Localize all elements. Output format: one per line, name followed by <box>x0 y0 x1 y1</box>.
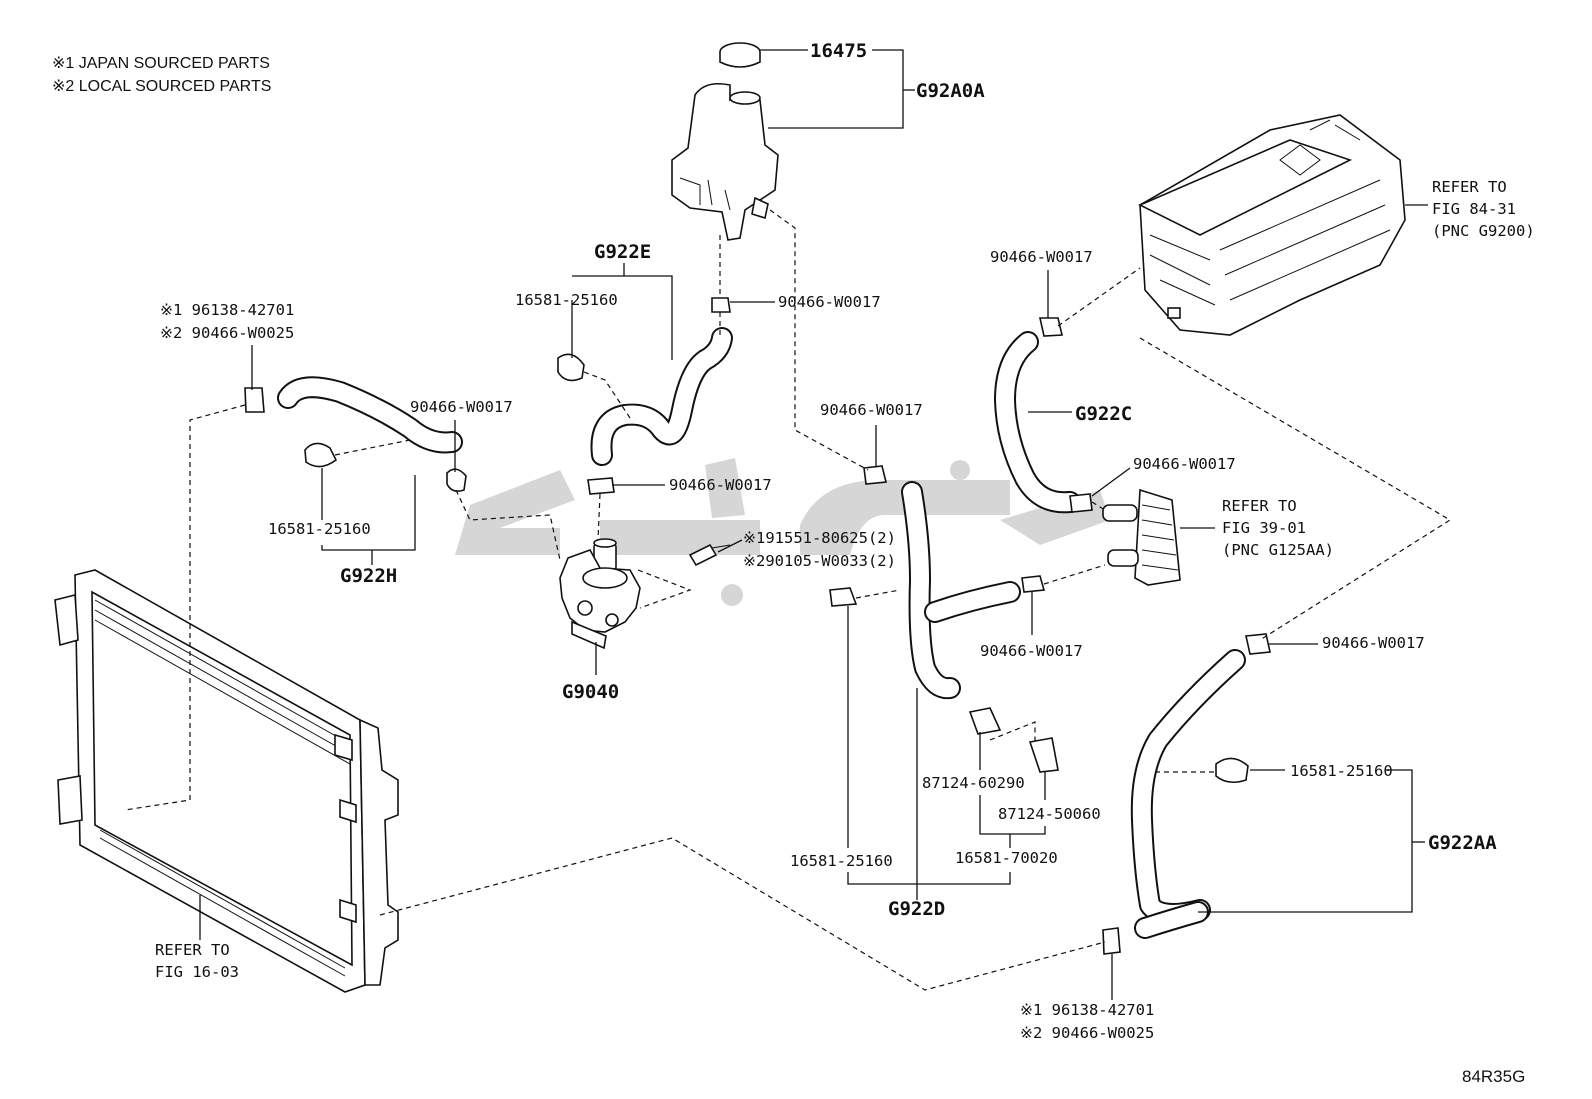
tank-clip-icon <box>711 297 731 313</box>
reservoir-tank-drawing <box>671 42 779 241</box>
d-clamp-icon <box>829 587 858 607</box>
label-g922aa: G922AA <box>1428 832 1497 854</box>
bottom-clamp-icon <box>1102 927 1121 955</box>
bracket-60290-icon <box>968 707 1002 735</box>
label-bolt-japan: ※191551-80625(2) <box>743 529 896 547</box>
label-ref-84-line1: REFER TO <box>1432 178 1507 196</box>
figure-code: 84R35G <box>1462 1067 1525 1086</box>
hose-g922aa <box>1130 649 1246 939</box>
bracket-50060-icon <box>1028 737 1059 773</box>
label-16475: 16475 <box>810 40 867 62</box>
hose-g922e <box>590 327 733 466</box>
d-clip-icon <box>863 465 888 485</box>
label-c-clip-90466-w0017: 90466-W0017 <box>1133 455 1236 473</box>
label-ref-84-line2: FIG 84-31 <box>1432 200 1516 218</box>
label-ref-16-line1: REFER TO <box>155 941 230 959</box>
water-pump-drawing <box>559 538 731 650</box>
label-rad-clamp-local: ※2 90466-W0025 <box>160 324 294 342</box>
label-g9040: G9040 <box>562 681 619 703</box>
label-g922c: G922C <box>1075 403 1132 425</box>
note-japan-sourced: ※1 JAPAN SOURCED PARTS <box>52 55 270 72</box>
cooler-clip-icon <box>1021 575 1046 593</box>
label-g922e: G922E <box>594 241 651 263</box>
label-e-clamp-16581-25160: 16581-25160 <box>515 291 618 309</box>
c-clip-icon <box>1069 493 1093 513</box>
h-clip-icon <box>446 468 467 492</box>
h-clamp-icon <box>304 442 338 468</box>
label-inverter-clip-90466-w0017: 90466-W0017 <box>990 248 1093 266</box>
label-g922h: G922H <box>340 565 397 587</box>
label-clamp-16581-70020: 16581-70020 <box>955 849 1058 867</box>
label-h-clip-90466-w0017: 90466-W0017 <box>410 398 513 416</box>
label-bolt-local: ※290105-W0033(2) <box>743 552 896 570</box>
hose-g922d <box>901 481 1021 700</box>
label-ref-84-line3: (PNC G9200) <box>1432 222 1535 240</box>
label-ref-39-line1: REFER TO <box>1222 497 1297 515</box>
radiator-upper-clamp-icon <box>244 387 265 413</box>
label-d-clamp-16581-25160: 16581-25160 <box>790 852 893 870</box>
inverter-clip-icon <box>1039 317 1063 337</box>
clips-and-clamps <box>244 297 1271 955</box>
label-bracket-87124-50060: 87124-50060 <box>998 805 1101 823</box>
label-d-clip-90466-w0017: 90466-W0017 <box>820 401 923 419</box>
radiator-drawing <box>54 569 399 993</box>
label-tank-clip-90466-w0017: 90466-W0017 <box>778 293 881 311</box>
label-g922d: G922D <box>888 898 945 920</box>
hose-g922h <box>277 376 463 454</box>
label-rad-clamp-japan: ※1 96138-42701 <box>160 301 294 319</box>
label-aa-clamp-16581-25160: 16581-25160 <box>1290 762 1393 780</box>
label-bottom-clamp-japan: ※1 96138-42701 <box>1020 1001 1154 1019</box>
label-aa-clip-90466-w0017: 90466-W0017 <box>1322 634 1425 652</box>
label-ref-16-line2: FIG 16-03 <box>155 963 239 981</box>
label-bottom-clamp-local: ※2 90466-W0025 <box>1020 1024 1154 1042</box>
label-g92a0a: G92A0A <box>916 80 985 102</box>
label-pump-clip-90466-w0017: 90466-W0017 <box>669 476 772 494</box>
pump-clip-icon <box>587 477 615 495</box>
dashed-connections <box>124 209 1452 991</box>
leader-lines <box>199 49 1428 1000</box>
aa-clip-icon <box>1245 633 1271 655</box>
hose-g922c <box>994 331 1081 514</box>
label-ref-39-line2: FIG 39-01 <box>1222 519 1306 537</box>
note-local-sourced: ※2 LOCAL SOURCED PARTS <box>52 78 271 95</box>
label-h-clamp-16581-25160: 16581-25160 <box>268 520 371 538</box>
e-clamp-icon <box>557 353 585 382</box>
aa-clamp-icon <box>1215 757 1249 784</box>
inverter-drawing <box>1138 114 1406 336</box>
label-bracket-87124-60290: 87124-60290 <box>922 774 1025 792</box>
oil-cooler-drawing <box>1102 488 1181 586</box>
label-ref-39-line3: (PNC G125AA) <box>1222 541 1334 559</box>
label-cooler-clip-90466-w0017: 90466-W0017 <box>980 642 1083 660</box>
